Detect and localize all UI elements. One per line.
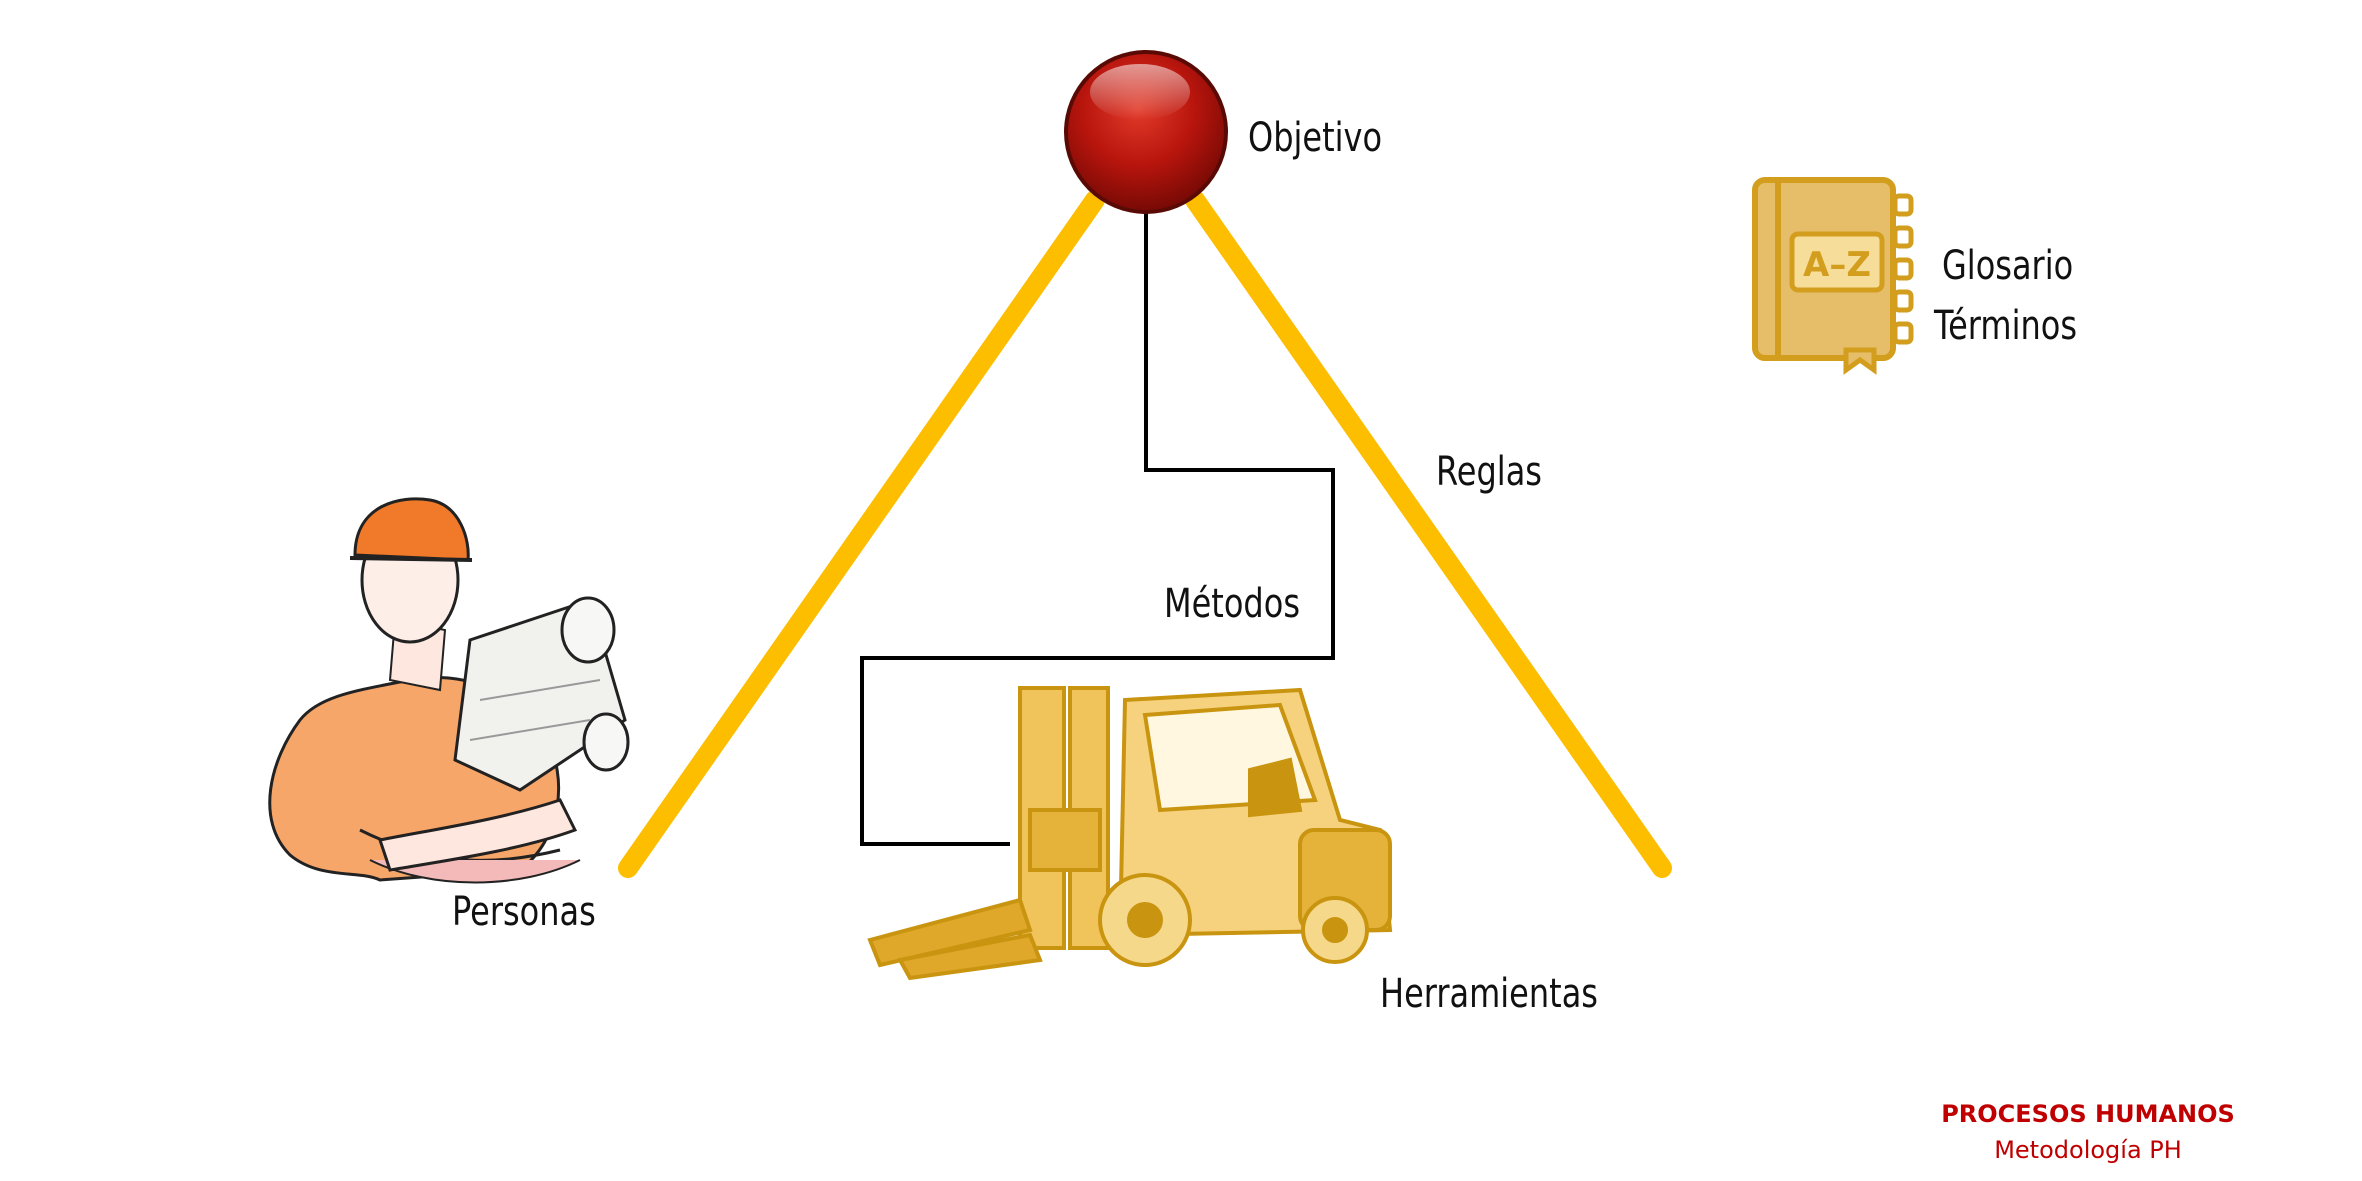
objective-ball-icon — [1064, 50, 1228, 214]
methods-connector-line — [860, 212, 1335, 846]
triangle-right-leg — [1185, 190, 1672, 878]
herramientas-label: Herramientas — [1380, 971, 1598, 1017]
glossary-icon-text: A–Z — [1803, 245, 1871, 285]
brand-subtitle: Metodología PH — [1994, 1136, 2182, 1164]
glossary-book-icon: A–Z — [1752, 177, 1914, 375]
glosario-label: Glosario — [1942, 243, 2074, 289]
worker-icon — [268, 497, 630, 884]
forklift-icon — [867, 686, 1393, 981]
personas-label: Personas — [452, 889, 596, 935]
brand-title: PROCESOS HUMANOS — [1941, 1100, 2235, 1128]
reglas-label: Reglas — [1436, 449, 1542, 495]
objetivo-label: Objetivo — [1248, 115, 1383, 161]
triangle-left-leg — [618, 190, 1105, 878]
metodos-label: Métodos — [1164, 581, 1300, 627]
terminos-label: Términos — [1934, 303, 2077, 349]
